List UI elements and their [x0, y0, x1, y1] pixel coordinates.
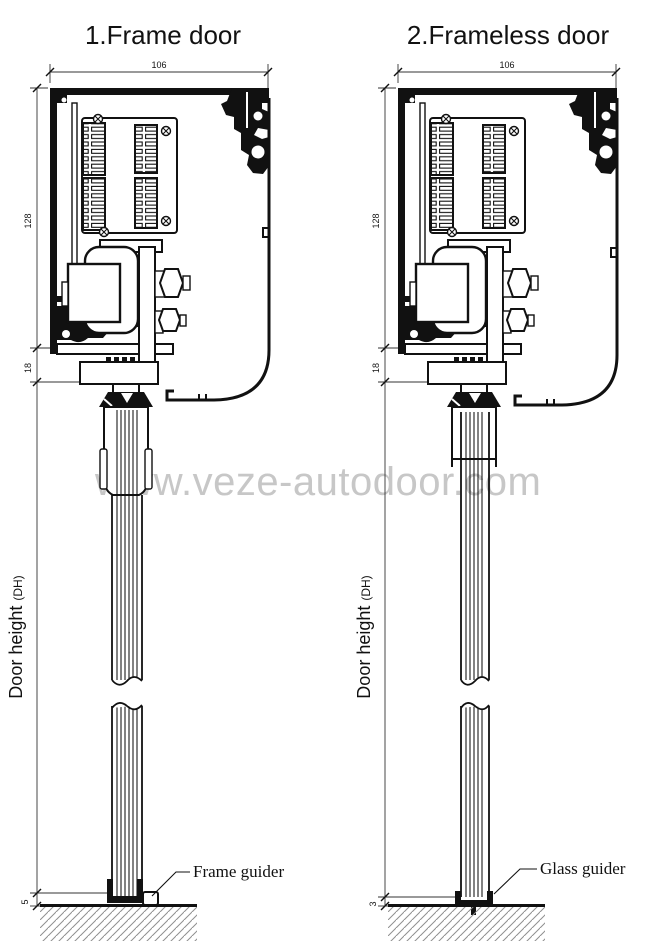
floor	[40, 904, 197, 941]
break-symbol	[460, 702, 490, 711]
control-board	[429, 113, 526, 238]
floor	[388, 904, 545, 941]
dim-floor-gap: 5	[20, 899, 30, 904]
screw-icon	[92, 113, 172, 238]
dimension-lines	[30, 64, 273, 911]
dim-floor-gap: 3	[368, 901, 378, 906]
bolt-icon	[502, 268, 539, 334]
door-panel	[99, 406, 153, 896]
dim-upper-height: 128	[371, 213, 381, 228]
dim-top-width: 106	[499, 60, 514, 70]
cover-profile	[513, 98, 619, 407]
roller-carriage	[409, 239, 539, 407]
floor-hatch	[40, 907, 197, 941]
diagram-frameless-door: 2.Frameless door 106 128 18 3 Door heigh…	[354, 20, 626, 941]
dim-door-height: Door height(DH)	[354, 575, 374, 698]
dim-upper-height: 128	[23, 213, 33, 228]
floor-hatch	[388, 907, 545, 941]
break-symbol	[460, 676, 490, 686]
screw-icon	[440, 113, 520, 238]
dim-gap: 18	[23, 363, 33, 373]
diagram-title: 1.Frame door	[85, 20, 241, 50]
roller-carriage	[61, 239, 191, 407]
bolt-icon	[154, 268, 191, 334]
dim-gap: 18	[371, 363, 381, 373]
diagram-title: 2.Frameless door	[407, 20, 610, 50]
cover-profile	[165, 98, 271, 402]
break-symbol	[111, 676, 143, 686]
control-board	[81, 113, 178, 238]
door-panel	[451, 406, 497, 897]
break-symbol	[111, 702, 143, 711]
guider-label: Glass guider	[540, 859, 626, 878]
guider-leader-line	[151, 871, 190, 897]
dim-door-height: Door height(DH)	[6, 575, 26, 698]
dimension-lines	[378, 64, 621, 911]
diagram-frame-door: 1.Frame door 106 128 18 5 Door height(DH…	[6, 20, 284, 941]
guider-leader-line	[493, 868, 537, 895]
dim-top-width: 106	[151, 60, 166, 70]
guider-label: Frame guider	[193, 862, 284, 881]
